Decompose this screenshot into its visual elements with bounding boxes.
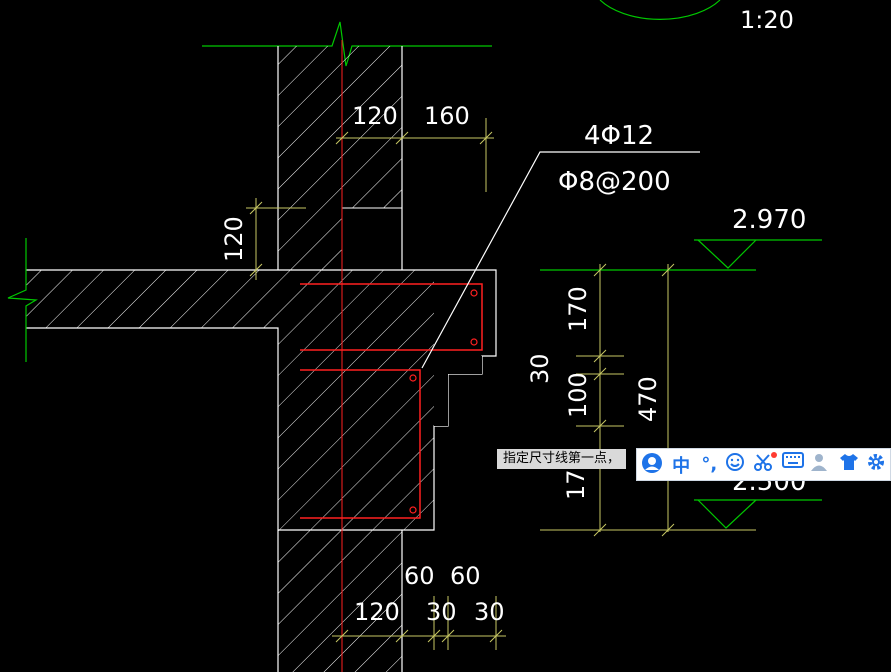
dim-top-160: 160 xyxy=(424,102,470,130)
ime-chinese-mode[interactable]: 中 xyxy=(672,455,691,477)
command-tooltip: 指定尺寸线第一点， xyxy=(497,449,627,469)
dim-left-120: 120 xyxy=(220,216,248,262)
bottom-dimension-lines xyxy=(332,596,506,650)
rebar-leader xyxy=(421,151,700,369)
ime-user-icon[interactable] xyxy=(810,452,834,478)
rebar-stirrup-upper xyxy=(300,283,483,351)
dim-v-470: 470 xyxy=(634,376,662,422)
ime-settings-icon[interactable] xyxy=(866,452,890,478)
dim-v-170-a: 170 xyxy=(564,286,592,332)
ime-logo-icon[interactable] xyxy=(641,452,665,478)
rebar-stirrup-lower xyxy=(300,369,421,519)
ime-toolbar: 中 °, xyxy=(636,448,891,481)
dim-bottom-60-a: 60 xyxy=(404,562,435,590)
vertical-dimension-lines xyxy=(576,263,675,537)
elevation-top: 2.970 xyxy=(732,205,806,235)
rebar-bottom-label: Φ8@200 xyxy=(558,167,671,197)
dim-top-120: 120 xyxy=(352,102,398,130)
ime-keyboard-icon[interactable] xyxy=(781,451,806,478)
dim-bottom-120: 120 xyxy=(354,598,400,626)
ime-emoji-icon[interactable] xyxy=(725,452,749,478)
left-break-line xyxy=(7,238,38,362)
scale-label: 1:20 xyxy=(740,6,794,34)
dim-bottom-60-b: 60 xyxy=(450,562,481,590)
notification-dot xyxy=(770,451,777,458)
floor-slab xyxy=(26,270,278,328)
ime-skin-icon[interactable] xyxy=(838,452,862,478)
dim-bottom-30-b: 30 xyxy=(474,598,505,626)
detail-circle xyxy=(599,0,721,20)
rebar-top-label: 4Φ12 xyxy=(584,121,654,151)
dim-bottom-30-a: 30 xyxy=(426,598,457,626)
wall-lower-hatch xyxy=(278,530,402,672)
ime-screenshot-icon[interactable] xyxy=(753,451,777,478)
dim-v-30: 30 xyxy=(526,353,554,384)
ime-punctuation-toggle[interactable]: °, xyxy=(701,454,718,475)
ring-beam-upper xyxy=(342,208,402,270)
top-dimension-lines xyxy=(246,118,494,280)
dim-v-100: 100 xyxy=(564,372,592,418)
